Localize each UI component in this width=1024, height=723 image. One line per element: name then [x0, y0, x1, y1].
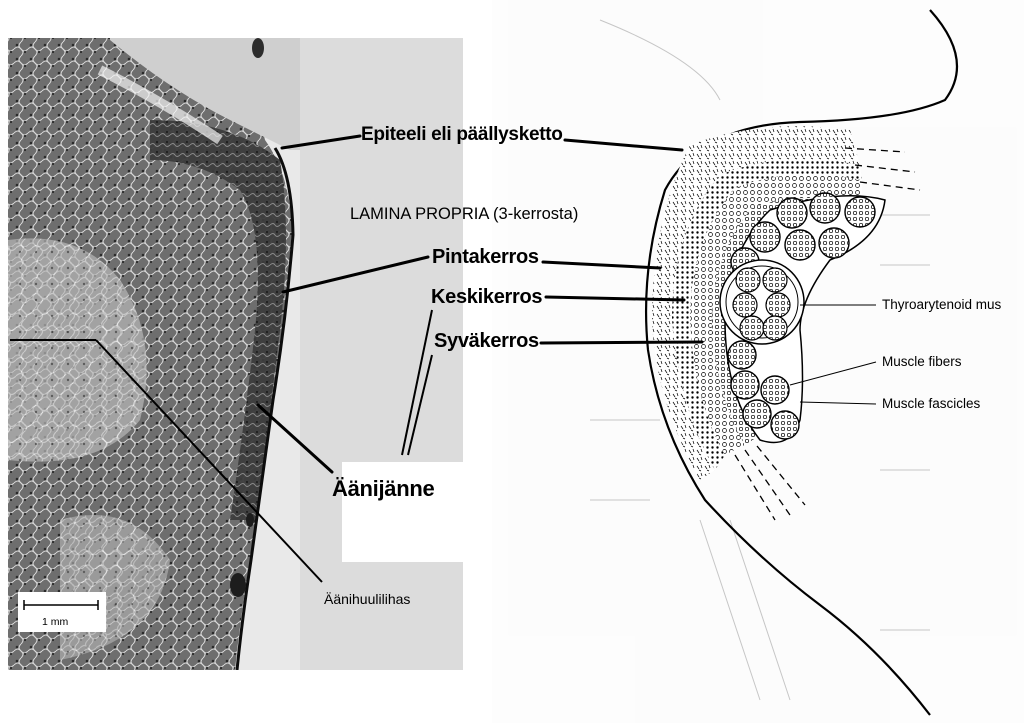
leader-pinta-left	[281, 255, 430, 294]
aanihuulilihas-leader	[10, 339, 323, 583]
leader-keski-right	[544, 295, 686, 302]
scale-bar-box	[18, 592, 106, 632]
leader-muscle-fibers	[789, 361, 877, 386]
scale-bar-label: 1 mm	[42, 616, 69, 628]
label-aanijanne: Äänijänne	[332, 476, 435, 501]
label-syvakerros: Syväkerros	[434, 330, 539, 352]
label-aanihuulilihas: Äänihuulilihas	[324, 591, 411, 607]
finnish-leader-lines	[256, 134, 704, 474]
label-keskikerros: Keskikerros	[431, 286, 543, 308]
leader-muscle-fascicles	[799, 401, 877, 405]
leader-pinta-right	[541, 260, 662, 270]
leader-aanijanne	[256, 403, 334, 474]
label-pintakerros: Pintakerros	[432, 246, 539, 268]
leader-syva-right	[539, 340, 704, 345]
schematic-panel	[492, 0, 1024, 723]
leader-epiteeli-left	[280, 134, 362, 150]
label-muscle-fascicles: Muscle fascicles	[882, 396, 981, 411]
scale-bar-icon	[23, 600, 99, 610]
central-fascicle	[719, 259, 805, 345]
label-epiteeli: Epiteeli eli päällysketto	[361, 124, 563, 145]
muscle-fascicles	[727, 192, 876, 440]
label-muscle-fibers: Muscle fibers	[882, 354, 962, 369]
label-thyroarytenoid: Thyroarytenoid mus	[882, 297, 1002, 312]
leader-epiteeli-right	[563, 138, 684, 152]
label-lamina-propria: LAMINA PROPRIA (3-kerrosta)	[350, 205, 579, 223]
bracket-lines	[401, 309, 433, 456]
